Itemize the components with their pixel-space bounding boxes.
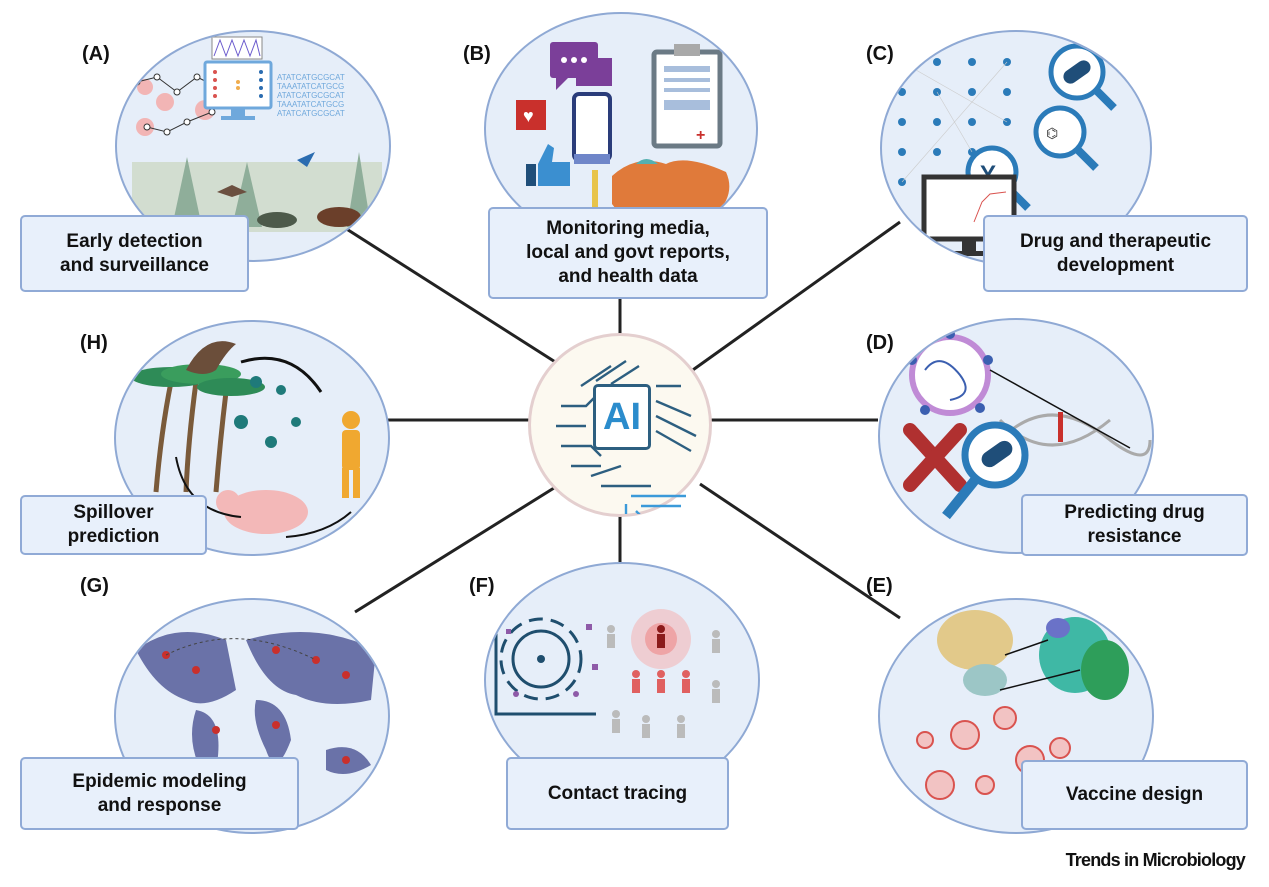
clipboard-icon: + (651, 44, 723, 149)
panel-letter-h: (H) (80, 332, 108, 354)
chat-bubble-icon (550, 42, 612, 90)
label-predicting-resistance: Predicting drug resistance (1021, 494, 1248, 556)
svg-text:♥: ♥ (523, 106, 534, 126)
monitor-neural-net-icon (203, 36, 273, 120)
label-monitoring-media: Monitoring media, local and govt reports,… (488, 207, 768, 299)
people-network-icon (607, 609, 720, 738)
svg-text:+: + (696, 127, 705, 144)
virus-particles-icon (916, 706, 1071, 800)
svg-text:TAAATATCATGCG: TAAATATCATGCG (277, 82, 344, 91)
label-line: development (1056, 254, 1175, 276)
heart-icon: ♥ (516, 100, 546, 130)
label-line: prediction (67, 526, 160, 547)
label-line: and health data (558, 266, 698, 287)
label-line: and surveillance (60, 254, 209, 276)
panel-d-bubble (878, 318, 1154, 554)
label-vaccine-design: Vaccine design (1021, 760, 1248, 830)
label-line: Monitoring media, (546, 218, 710, 239)
pill-magnifier-icon (1048, 43, 1117, 111)
panel-letter-f: (F) (469, 575, 495, 597)
journal-name: Trends in Microbiology (1065, 850, 1246, 870)
palm-tree-icon (131, 364, 265, 493)
virus-icon (234, 376, 301, 448)
red-x-icon (903, 423, 967, 492)
connector-c (689, 220, 901, 374)
pig-icon (216, 490, 308, 534)
label-line: Spillover (73, 502, 154, 523)
label-line: Vaccine design (1065, 784, 1204, 805)
bat-icon (186, 341, 236, 374)
smartphone-icon (572, 92, 612, 164)
label-contact-tracing: Contact tracing (506, 757, 729, 830)
svg-text:ATATCATGCGCAT: ATATCATGCGCAT (277, 73, 345, 82)
svg-text:ATATCATGCGCAT: ATATCATGCGCAT (277, 91, 345, 100)
label-line: local and govt reports, (526, 242, 730, 263)
connector-a (344, 226, 561, 367)
label-line: and response (97, 794, 222, 816)
label-line: Predicting drug (1064, 502, 1205, 523)
panel-letter-e: (E) (866, 575, 893, 597)
protein-structure-icon (937, 610, 1129, 700)
panel-letter-a: (A) (82, 43, 110, 65)
connector-e (699, 482, 901, 620)
label-line: resistance (1087, 526, 1182, 547)
svg-text:ATATCATGCGCAT: ATATCATGCGCAT (277, 109, 345, 118)
virus-icon (907, 329, 993, 416)
panel-letter-g: (G) (80, 575, 109, 597)
circuit-brain-icon (556, 360, 697, 514)
human-icon (342, 411, 360, 498)
molecule-magnifier-icon: ⌬ (1033, 105, 1099, 171)
world-map-icon (136, 632, 376, 785)
label-line: Drug and therapeutic (1019, 230, 1212, 252)
label-line: Early detection (66, 230, 203, 252)
ai-center-hub: AI (528, 333, 712, 517)
label-line: Contact tracing (547, 782, 688, 804)
thumbs-up-icon (526, 144, 570, 186)
panel-letter-d: (D) (866, 332, 894, 354)
pill-magnifier-icon (942, 421, 1029, 520)
dna-sequence-icon: ATATCATGCGCATTAAATATCATGCGATATCATGCGCATT… (277, 73, 345, 118)
svg-text:TAAATATCATGCG: TAAATATCATGCG (277, 100, 344, 109)
panel-letter-c: (C) (866, 43, 894, 65)
ai-chip: AI (593, 384, 651, 450)
label-line: Epidemic modeling (72, 770, 247, 792)
connector-g (354, 481, 563, 614)
label-spillover-prediction: Spillover prediction (20, 495, 207, 555)
cluster-plot-icon (494, 594, 598, 716)
svg-text:⌬: ⌬ (1046, 125, 1058, 141)
panel-letter-b: (B) (463, 43, 491, 65)
